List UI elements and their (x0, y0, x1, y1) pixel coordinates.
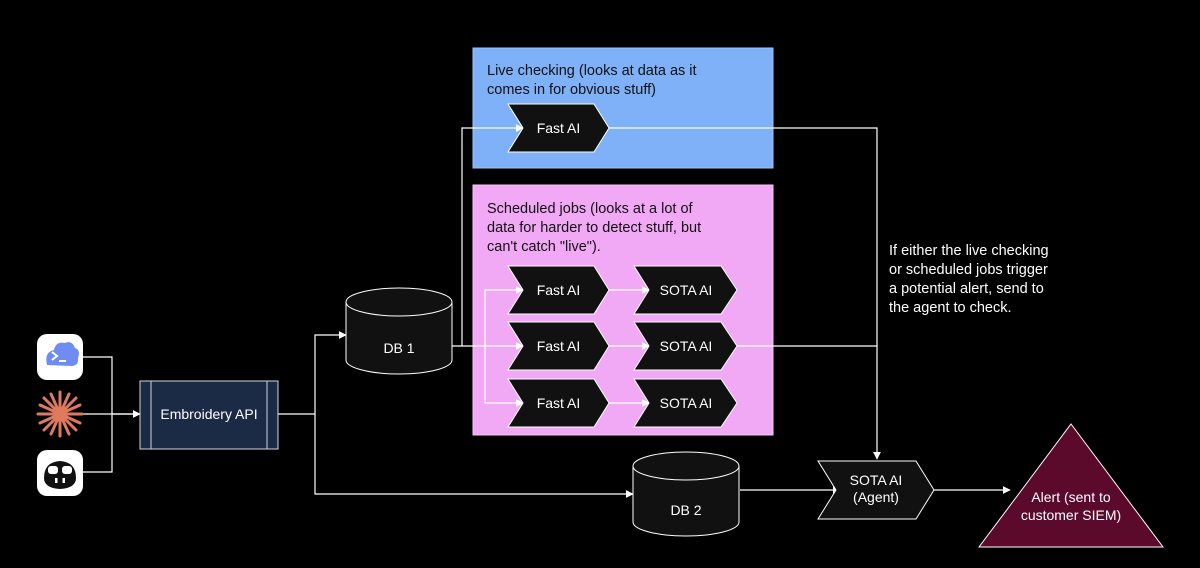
sched-fast-ai-label-3: Fast AI (536, 394, 581, 411)
sched-fast-ai-label-2: Fast AI (536, 337, 581, 354)
copilot-icon[interactable] (37, 450, 83, 496)
agent-label-line2: (Agent) (853, 489, 899, 505)
sched-fast-ai-node-2[interactable] (507, 321, 610, 371)
sched-fast-ai-node-1[interactable] (507, 265, 610, 315)
edge-db1-live-fast-ai (452, 124, 524, 347)
sched-fast-ai-node-3[interactable] (507, 378, 610, 428)
alert-label: Alert (sent to customer SIEM) (1020, 489, 1122, 523)
db1-node[interactable] (345, 287, 453, 375)
agent-node[interactable] (817, 460, 935, 520)
sched-sota-ai-node-2[interactable] (633, 321, 738, 371)
live-fast-ai-label: Fast AI (536, 119, 581, 136)
edge-api-db2 (314, 414, 634, 498)
edge-live-fast-agent (608, 127, 881, 460)
sched-sota-ai-node-3[interactable] (633, 378, 738, 428)
edge-source3-api (82, 414, 113, 473)
edge-api-db1 (278, 331, 347, 415)
agent-label-line1: SOTA AI (849, 472, 903, 488)
edge-db1-sched-fast-ai-3 (484, 346, 524, 407)
live-checking-label: Live checking (looks at data as it comes… (487, 63, 697, 98)
scheduled-jobs-label: Scheduled jobs (looks at a lot of data f… (487, 201, 702, 255)
cloud-terminal-icon[interactable] (37, 334, 83, 380)
embroidery-api-node[interactable] (139, 380, 279, 450)
starburst-icon[interactable] (36, 390, 84, 438)
edge-source1-api (82, 356, 141, 418)
agent-routing-note: If either the live checking or scheduled… (889, 243, 1049, 316)
sched-sota-ai-label-1: SOTA AI (659, 281, 713, 298)
edge-db1-sched-fast-ai-1 (484, 286, 524, 346)
db1-label: DB 1 (383, 339, 415, 356)
db2-node[interactable] (632, 451, 740, 537)
alert-node[interactable] (978, 423, 1164, 548)
sched-sota-ai-label-2: SOTA AI (659, 337, 713, 354)
live-fast-ai-node[interactable] (507, 103, 610, 153)
sched-sota-ai-node-1[interactable] (633, 265, 738, 315)
agent-label: SOTA AI (Agent) (836, 472, 916, 508)
sched-fast-ai-label-1: Fast AI (536, 281, 581, 298)
db2-label: DB 2 (670, 501, 702, 518)
embroidery-api-label: Embroidery API (160, 405, 258, 422)
sched-sota-ai-label-3: SOTA AI (659, 394, 713, 411)
